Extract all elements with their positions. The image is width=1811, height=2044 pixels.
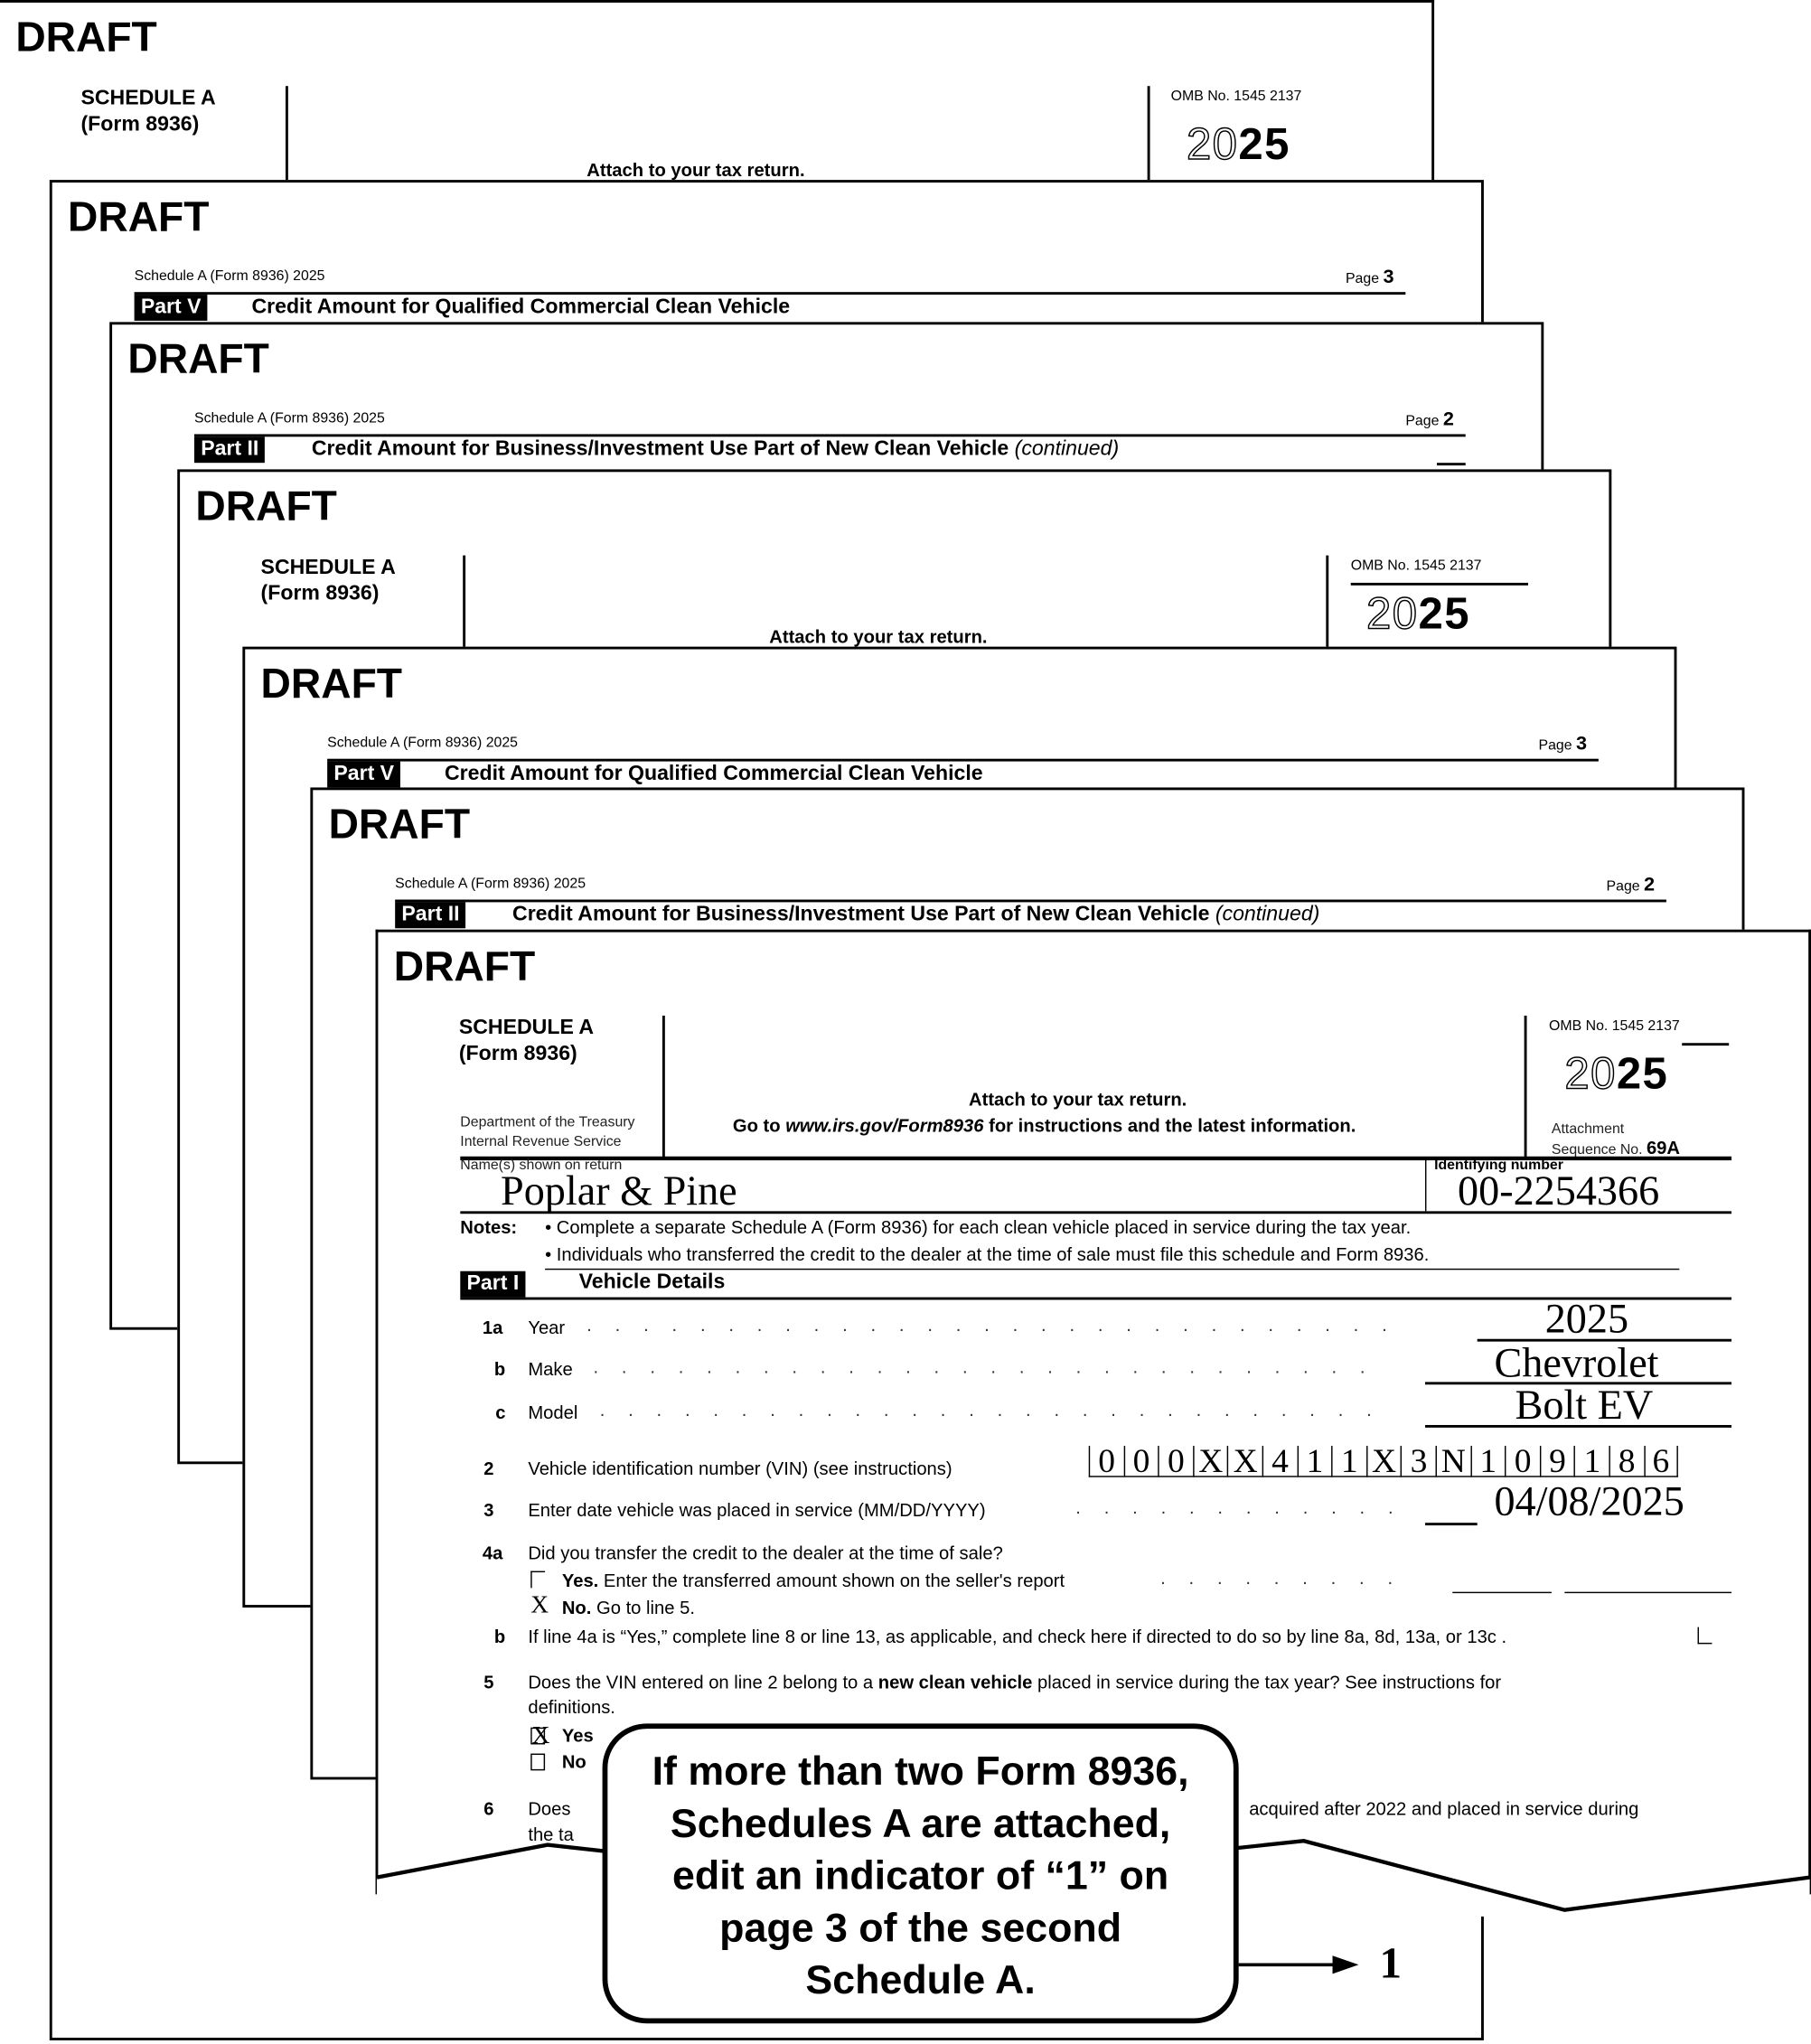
page-number: Page 3	[1538, 732, 1588, 755]
line-label-end: acquired after 2022 and placed in servic…	[1249, 1797, 1639, 1819]
omb-number: OMB No. 1545 2137	[1350, 558, 1482, 574]
tax-year: 2025	[1365, 588, 1470, 639]
running-header: Schedule A (Form 8936) 2025	[395, 876, 586, 892]
transfer-yes-label: Yes. Enter the transferred amount shown …	[561, 1570, 1065, 1591]
part-title: Credit Amount for Business/Investment Us…	[512, 903, 1320, 926]
page-indicator-value: 1	[1379, 1939, 1403, 1989]
line-label: Make	[528, 1358, 573, 1380]
schedule-title: SCHEDULE A(Form 8936)	[458, 1017, 595, 1065]
attach-instruction: Attach to your tax return.	[586, 159, 805, 181]
draft-watermark: DRAFT	[68, 192, 210, 240]
line-label: Vehicle identification number (VIN) (see…	[528, 1458, 952, 1479]
note-1: • Complete a separate Schedule A (Form 8…	[545, 1216, 1412, 1238]
line-label: Enter date vehicle was placed in service…	[528, 1499, 986, 1521]
line-number: b	[493, 1626, 506, 1647]
draft-watermark: DRAFT	[127, 334, 269, 382]
draft-watermark: DRAFT	[260, 660, 402, 707]
make-field[interactable]: Chevrolet	[1494, 1338, 1659, 1386]
new-vehicle-yes-checkbox[interactable]: X	[530, 1721, 550, 1750]
line-number: b	[493, 1358, 506, 1380]
new-vehicle-yes-label: Yes	[561, 1724, 594, 1746]
line-number: 6	[483, 1797, 494, 1819]
line-label: Year	[528, 1317, 566, 1338]
line-label-cont: the ta	[528, 1824, 574, 1845]
page-number: Page 2	[1606, 873, 1656, 896]
id-label: Identifying number	[1434, 1158, 1563, 1174]
date-in-service-field[interactable]: 04/08/2025	[1494, 1477, 1684, 1524]
attach-instruction: Attach to your tax return.	[969, 1088, 1187, 1110]
name-label: Name(s) shown on return	[460, 1158, 623, 1174]
line-label: If line 4a is “Yes,” complete line 8 or …	[528, 1626, 1507, 1647]
draft-watermark: DRAFT	[195, 482, 337, 530]
line-number: 1a	[482, 1317, 503, 1338]
part-label: Part V	[134, 295, 208, 321]
tax-year: 2025	[1186, 119, 1290, 170]
dot-leader: . . . . . . . . . . . . . . . . . . . . …	[599, 1399, 1389, 1420]
line-label-cont: definitions.	[528, 1696, 615, 1718]
draft-watermark: DRAFT	[393, 942, 536, 990]
dot-leader: . . . . . . . . . . . . . . .	[1075, 1496, 1394, 1518]
part-title: Credit Amount for Qualified Commercial C…	[251, 295, 791, 319]
attach-instruction: Attach to your tax return.	[769, 625, 988, 647]
line-number: 4a	[482, 1542, 503, 1563]
line-label: Does the VIN entered on line 2 belong to…	[528, 1671, 1502, 1692]
year-field[interactable]: 2025	[1544, 1294, 1629, 1342]
part-title: Credit Amount for Business/Investment Us…	[311, 437, 1120, 461]
omb-number: OMB No. 1545 2137	[1549, 1017, 1680, 1035]
part-label: Part II	[395, 902, 466, 929]
part-label: Part II	[193, 436, 266, 464]
part-title: Credit Amount for Qualified Commercial C…	[444, 763, 983, 785]
model-field[interactable]: Bolt EV	[1515, 1380, 1654, 1428]
line-label: Model	[528, 1402, 578, 1423]
note-2: • Individuals who transferred the credit…	[545, 1243, 1430, 1265]
part-label: Part I	[460, 1270, 526, 1298]
website-instruction: Go to www.irs.gov/Form8936 for instructi…	[732, 1114, 1356, 1136]
transfer-no-checkbox[interactable]: X	[530, 1591, 549, 1619]
callout-note: If more than two Form 8936,Schedules A a…	[602, 1723, 1239, 2024]
notes-label: Notes:	[460, 1216, 518, 1238]
name-field[interactable]: Poplar & Pine	[501, 1167, 737, 1214]
dot-leader: . . . . . . . . . . . . . . . . . . . . …	[593, 1355, 1388, 1377]
id-field[interactable]: 00-2254366	[1458, 1167, 1660, 1214]
page-number: Page 3	[1345, 266, 1394, 288]
page-number: Page 2	[1405, 408, 1454, 431]
running-header: Schedule A (Form 8936) 2025	[134, 268, 325, 285]
transfer-no-label: No. Go to line 5.	[561, 1597, 695, 1618]
omb-number: OMB No. 1545 2137	[1170, 89, 1302, 105]
part-title: Vehicle Details	[578, 1270, 726, 1294]
line-label: Did you transfer the credit to the deale…	[528, 1542, 1003, 1563]
dot-leader: . . . . . . . . . . . . . . . . . . . . …	[586, 1314, 1388, 1336]
draft-watermark: DRAFT	[328, 800, 471, 848]
line-number: 3	[483, 1499, 494, 1521]
line-number: 5	[483, 1671, 494, 1692]
schedule-title: SCHEDULE A(Form 8936)	[80, 87, 216, 136]
line-number: 2	[483, 1458, 494, 1479]
new-vehicle-no-label: No	[561, 1750, 586, 1772]
line-4b-checkbox[interactable]	[1697, 1627, 1712, 1645]
part-label: Part V	[327, 761, 401, 788]
tax-year: 2025	[1564, 1049, 1669, 1100]
running-header: Schedule A (Form 8936) 2025	[327, 735, 519, 752]
dot-leader: . . . . . . . . . . .	[1160, 1567, 1395, 1589]
new-vehicle-no-checkbox[interactable]	[530, 1753, 546, 1771]
transfer-yes-checkbox[interactable]	[530, 1571, 546, 1589]
draft-watermark: DRAFT	[15, 13, 157, 61]
schedule-title: SCHEDULE A(Form 8936)	[260, 557, 396, 605]
running-header: Schedule A (Form 8936) 2025	[193, 410, 385, 427]
line-label: Does	[528, 1797, 571, 1819]
line-number: c	[495, 1402, 506, 1423]
